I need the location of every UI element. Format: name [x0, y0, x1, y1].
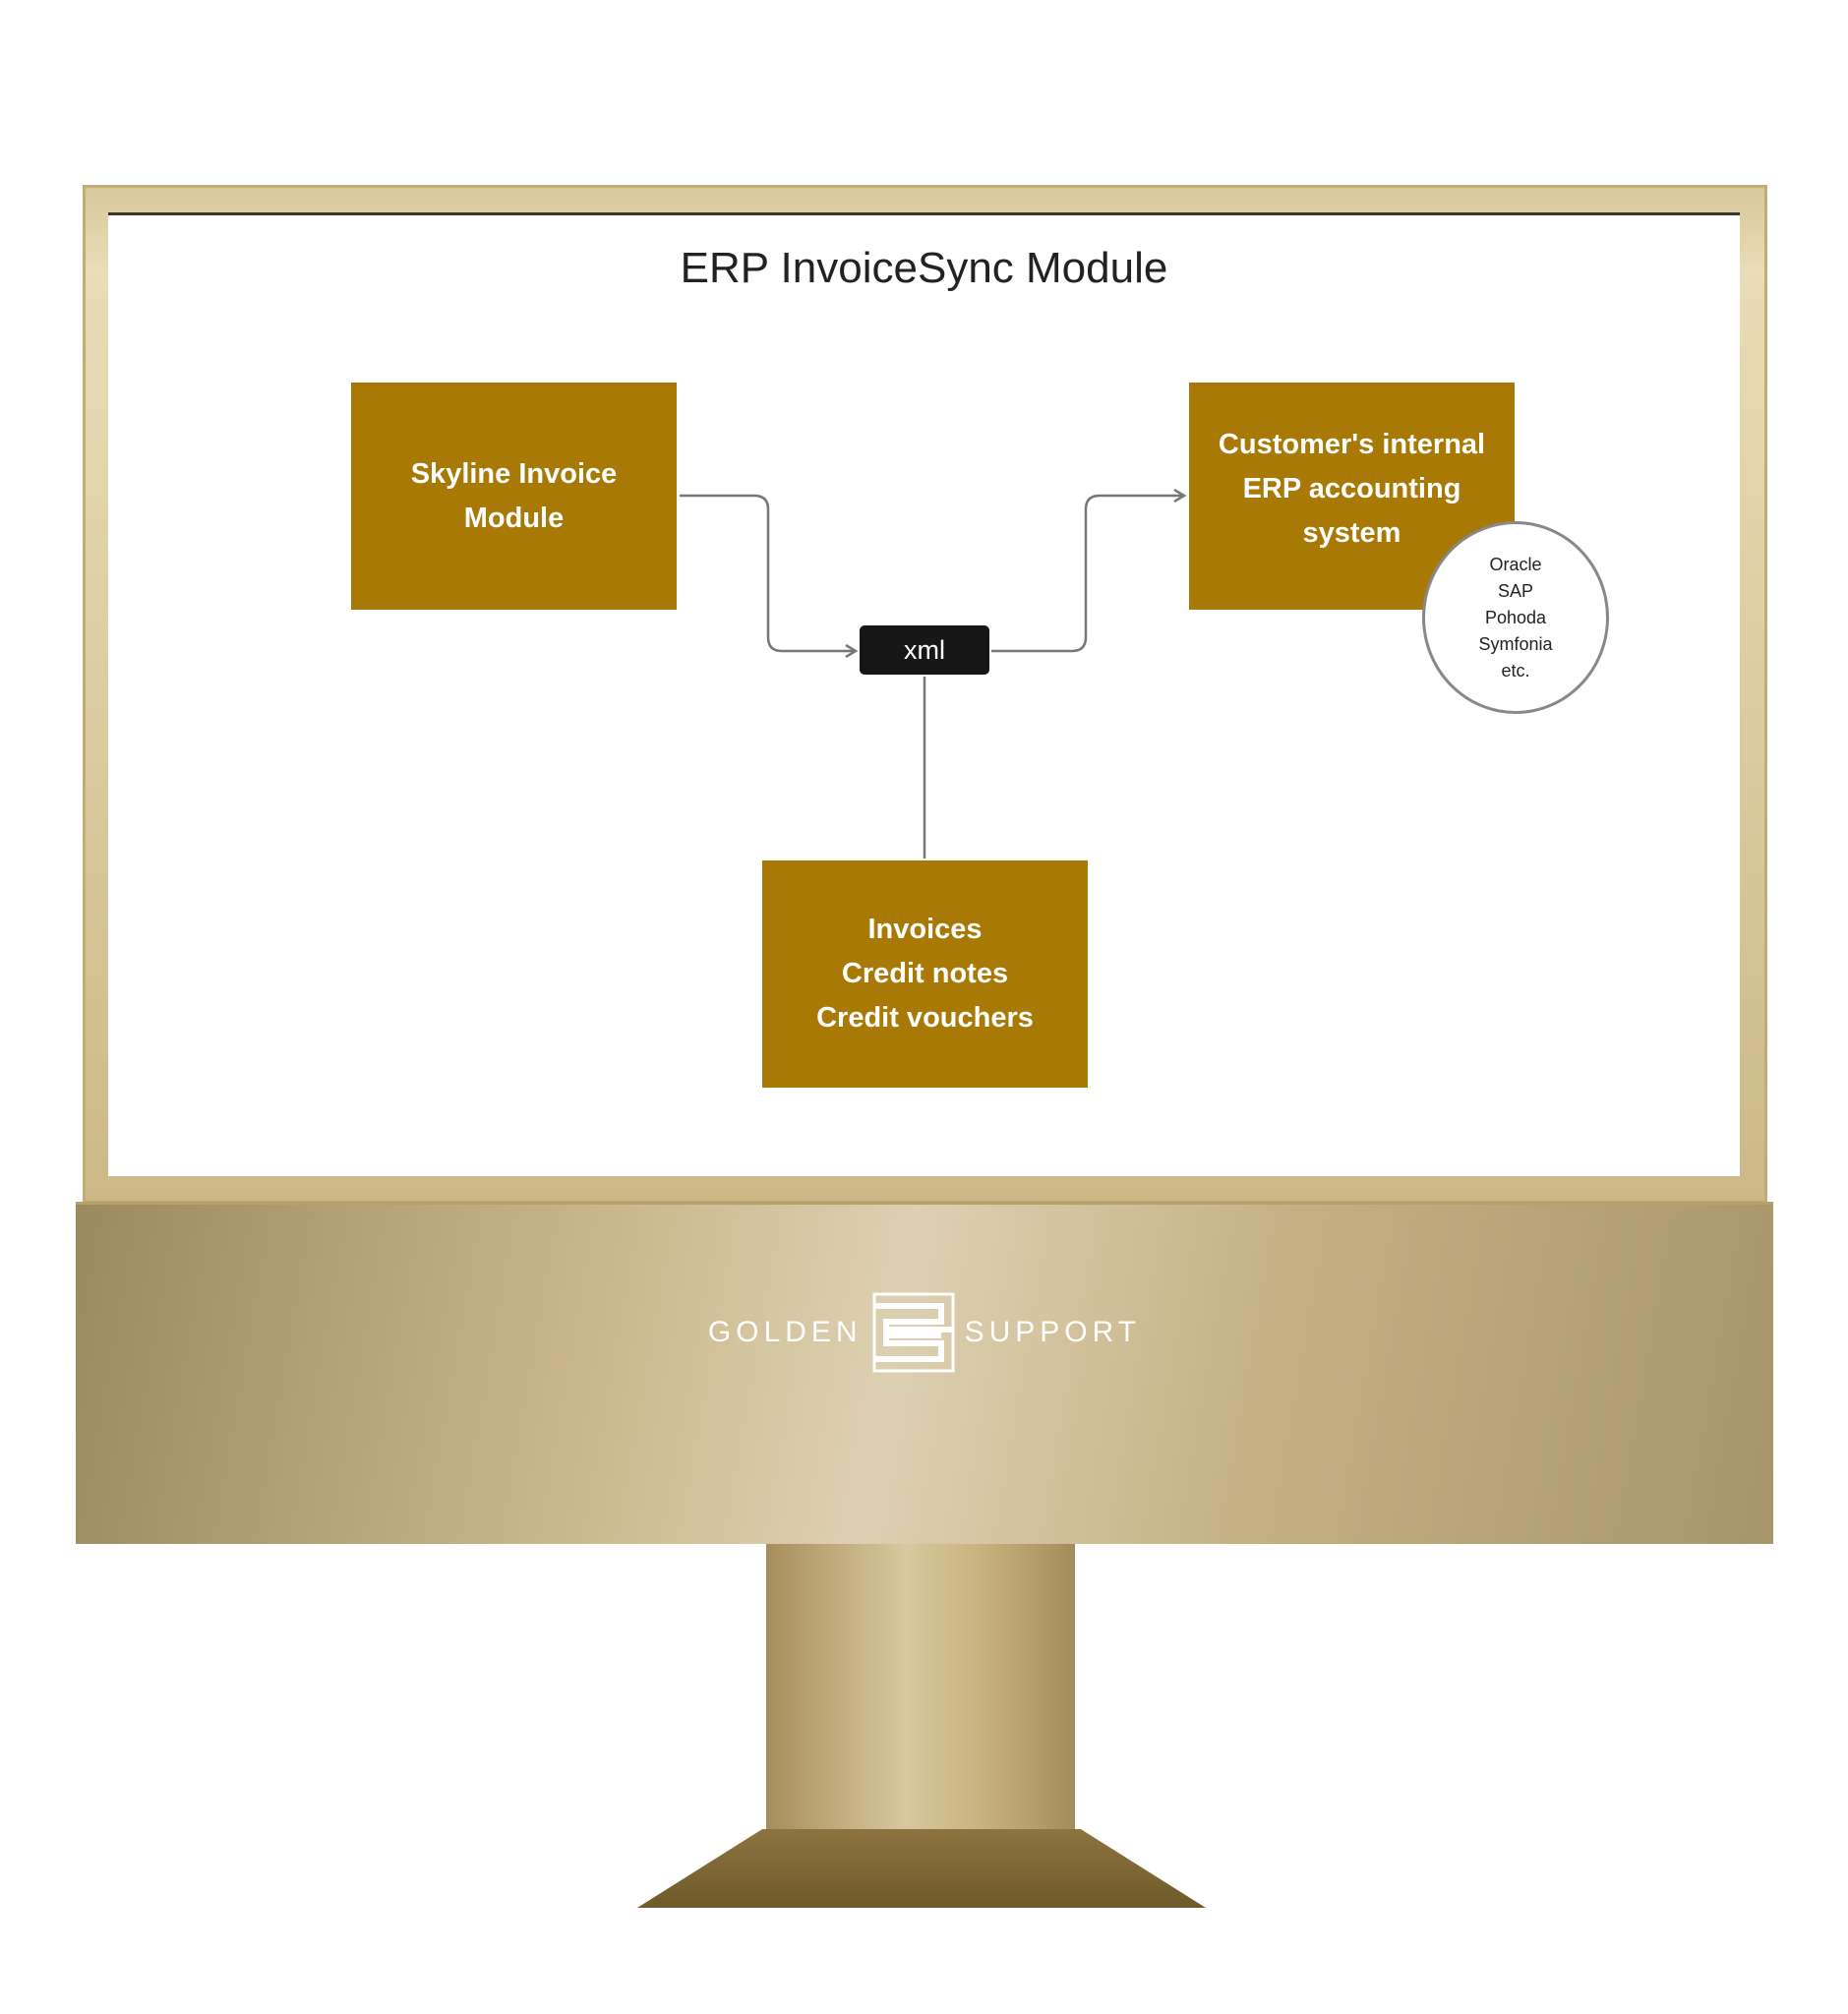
xml-format-tag[interactable]: xml	[860, 625, 989, 675]
monitor-stand-neck	[766, 1544, 1075, 1839]
skyline-invoice-module-box[interactable]: Skyline Invoice Module	[351, 383, 677, 610]
erp-example-item: Symfonia	[1478, 633, 1553, 654]
logo-word-right: SUPPORT	[964, 1316, 1142, 1348]
skyline-label-line: Module	[463, 502, 565, 534]
erp-label-line: ERP accounting	[1242, 473, 1461, 504]
documents-label-line: Credit notes	[841, 958, 1009, 989]
logo-mark-icon	[872, 1292, 955, 1373]
erp-examples-circle: Oracle SAP Pohoda Symfonia etc.	[1422, 521, 1609, 714]
skyline-label-line: Skyline Invoice	[410, 457, 618, 490]
skyline-box-label: Skyline Invoice Module	[411, 452, 618, 541]
erp-box-label: Customer's internal ERP accounting syste…	[1219, 423, 1485, 556]
documents-label-line: Invoices	[867, 914, 983, 945]
erp-label-line: Customer's internal	[1218, 429, 1486, 460]
documents-box[interactable]: Invoices Credit notes Credit vouchers	[762, 860, 1088, 1088]
monitor-stand-base	[637, 1829, 1206, 1908]
customer-erp-system-box[interactable]: Customer's internal ERP accounting syste…	[1189, 383, 1515, 610]
golden-support-logo: GOLDEN SUPPORT	[688, 1288, 1161, 1377]
diagram-title: ERP InvoiceSync Module	[680, 244, 1168, 292]
logo-word-left: GOLDEN	[707, 1316, 863, 1348]
erp-example-item: etc.	[1501, 660, 1530, 681]
erp-example-item: SAP	[1497, 580, 1534, 601]
erp-label-line: system	[1302, 517, 1401, 549]
documents-box-label: Invoices Credit notes Credit vouchers	[816, 908, 1034, 1040]
monitor-chin	[76, 1202, 1773, 1544]
documents-label-line: Credit vouchers	[816, 1002, 1034, 1034]
erp-example-item: Oracle	[1489, 554, 1542, 574]
erp-example-item: Pohoda	[1484, 607, 1547, 627]
